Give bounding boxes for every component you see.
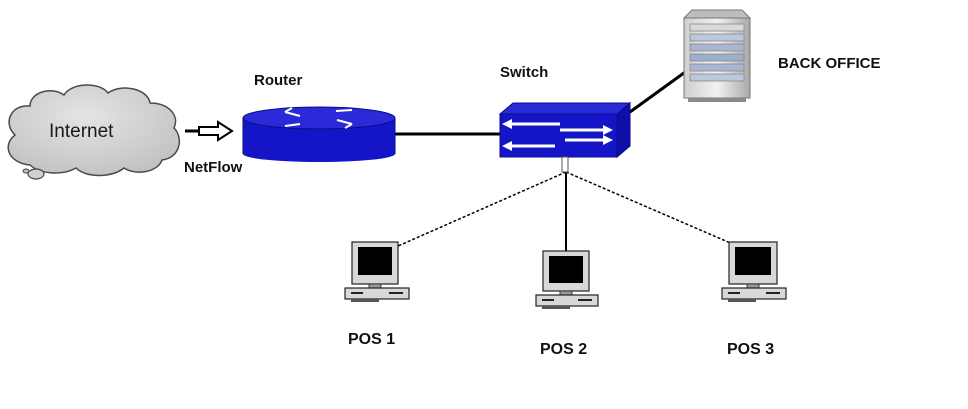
switch-pos3-link: [565, 171, 736, 246]
switch-pos1-link: [397, 171, 567, 247]
internet-node: Internet: [7, 84, 181, 180]
router-node: Router: [242, 72, 396, 162]
pos3-label: POS 3: [727, 341, 774, 358]
pos2-node: POS 2: [535, 250, 599, 358]
switch-icon: [498, 101, 632, 173]
back-office-label: BACK OFFICE: [778, 55, 881, 72]
internet-label: Internet: [49, 121, 114, 142]
router-label: Router: [254, 72, 302, 89]
desktop-computer-icon: [344, 241, 410, 302]
back-office-node: BACK OFFICE: [682, 9, 881, 102]
pos1-node: POS 1: [344, 241, 410, 348]
desktop-computer-icon: [535, 250, 599, 309]
switch-label: Switch: [500, 64, 548, 81]
server-icon: [682, 9, 752, 102]
pos1-label: POS 1: [348, 331, 395, 348]
netflow-label: NetFlow: [184, 159, 243, 176]
pos3-node: POS 3: [721, 241, 787, 358]
switch-backoffice-link: [629, 68, 689, 114]
switch-node: Switch: [498, 64, 632, 173]
cloud-icon: [7, 84, 181, 180]
links: [395, 68, 736, 253]
desktop-computer-icon: [721, 241, 787, 302]
router-icon: [242, 106, 396, 162]
pos2-label: POS 2: [540, 341, 587, 358]
netflow-arrow: NetFlow: [184, 120, 243, 176]
